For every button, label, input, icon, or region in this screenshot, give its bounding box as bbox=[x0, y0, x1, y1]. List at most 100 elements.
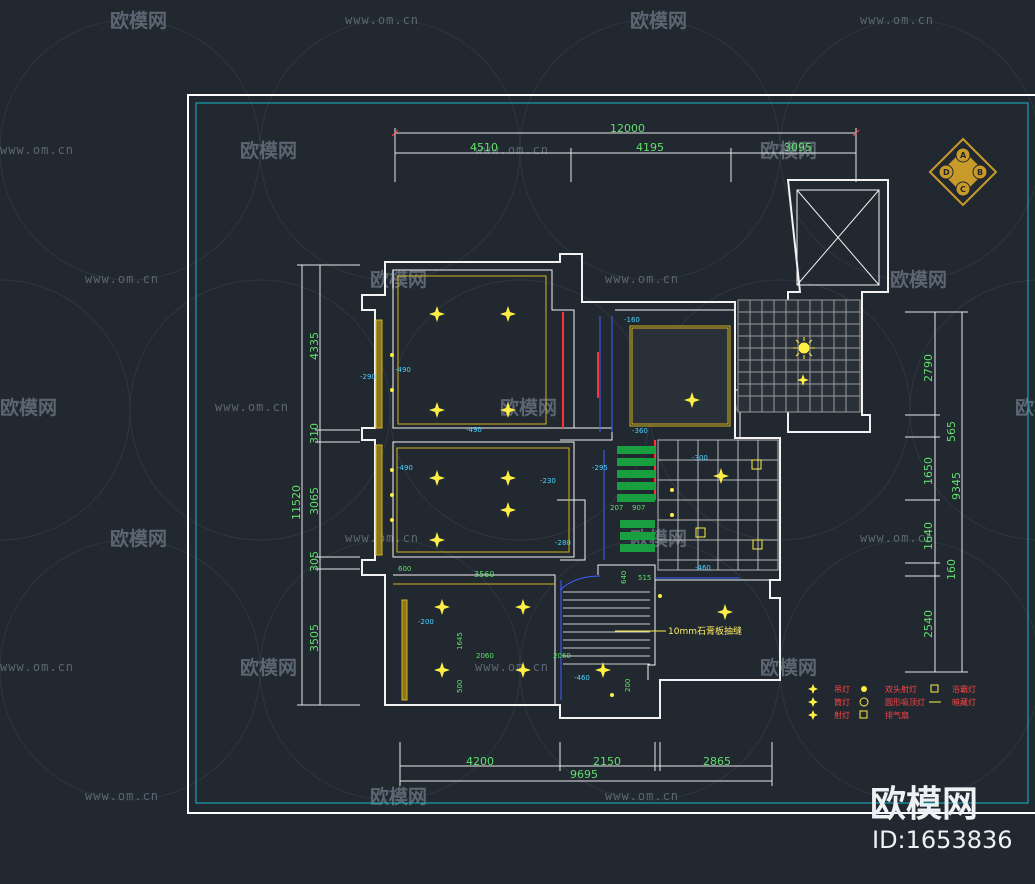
downlight-icon bbox=[500, 502, 516, 518]
inner-dim: 3560 bbox=[474, 570, 494, 579]
dim-bottom-2: 2150 bbox=[593, 755, 621, 768]
dim-left-4: 305 bbox=[308, 551, 321, 572]
level-marker: -490 bbox=[397, 464, 413, 472]
dim-top-total: 12000 bbox=[610, 122, 645, 135]
level-marker: -280 bbox=[555, 539, 571, 547]
downlight-icon bbox=[500, 402, 516, 418]
bottom-dimensions bbox=[399, 742, 773, 786]
downlight-icon bbox=[515, 662, 531, 678]
inner-dim: 1645 bbox=[456, 632, 464, 650]
inner-dim: 2060 bbox=[476, 652, 494, 660]
watermark-name: 欧模网 bbox=[110, 527, 167, 550]
watermark-url: www.om.cn bbox=[0, 143, 74, 157]
inner-dim: 640 bbox=[620, 571, 628, 584]
level-marker: -290 bbox=[360, 373, 376, 381]
downlight-icon bbox=[717, 604, 733, 620]
watermark-name: 欧模网 bbox=[500, 396, 557, 419]
stair-treads bbox=[563, 591, 650, 665]
watermark-url: www.om.cn bbox=[0, 660, 74, 674]
double-spot-icon bbox=[861, 686, 867, 692]
bath-heater-icon bbox=[751, 459, 762, 470]
level-marker: -460 bbox=[695, 564, 711, 572]
downlights bbox=[429, 306, 809, 678]
downlight-icon bbox=[500, 470, 516, 486]
inner-dimensions: 3560 2060 2060 1645 600 500 640 515 907 … bbox=[398, 504, 651, 693]
level-marker: -300 bbox=[692, 454, 708, 462]
inner-dim: 600 bbox=[398, 565, 411, 573]
level-marker: -490 bbox=[466, 426, 482, 434]
downlight-icon bbox=[434, 599, 450, 615]
legend-label: 吊灯 bbox=[834, 684, 850, 694]
watermark-url: www.om.cn bbox=[860, 531, 934, 545]
dim-left-3: 3065 bbox=[308, 487, 321, 515]
level-marker: -230 bbox=[540, 477, 556, 485]
watermark-url: www.om.cn bbox=[605, 789, 679, 803]
legend-label: 筒灯 bbox=[834, 697, 850, 707]
watermark-url: www.om.cn bbox=[85, 789, 159, 803]
watermark-name: 欧模网 bbox=[0, 396, 57, 419]
inner-dim: 200 bbox=[624, 679, 632, 692]
dim-top-2: 4195 bbox=[636, 141, 664, 154]
dim-right-3: 1650 bbox=[922, 457, 935, 485]
right-dimensions bbox=[905, 311, 968, 673]
downlight-icon bbox=[684, 392, 700, 408]
inner-dim: 207 bbox=[610, 504, 623, 512]
watermark-name: 欧模网 bbox=[760, 656, 817, 679]
level-marker: -360 bbox=[632, 427, 648, 435]
brand-id: ID:1653836 bbox=[872, 826, 1013, 854]
dim-right-6: 2540 bbox=[922, 610, 935, 638]
compass-label: B bbox=[977, 168, 983, 177]
inner-dim: 515 bbox=[638, 574, 651, 582]
tile-grid-balcony bbox=[737, 299, 861, 413]
wall-spots bbox=[390, 353, 674, 697]
watermark-name: 欧模网 bbox=[1015, 396, 1035, 419]
ceiling-fan-icon bbox=[859, 697, 869, 707]
level-marker: -200 bbox=[418, 618, 434, 626]
dim-top-3: 3095 bbox=[784, 141, 812, 154]
downlight-icon bbox=[429, 402, 445, 418]
compass-icon: A B C D bbox=[928, 137, 998, 207]
inner-dim: 907 bbox=[632, 504, 645, 512]
dim-left-total: 11520 bbox=[290, 485, 303, 520]
dim-right-2: 565 bbox=[945, 421, 958, 442]
ceiling-lines bbox=[375, 275, 731, 701]
downlight-icon bbox=[797, 374, 809, 386]
downlight-icon bbox=[429, 470, 445, 486]
watermark-url: www.om.cn bbox=[605, 272, 679, 286]
downlight-icon bbox=[429, 306, 445, 322]
walls bbox=[361, 179, 889, 719]
bath-heater-icon bbox=[930, 684, 939, 693]
watermark-name: 欧模网 bbox=[370, 785, 427, 808]
compass-label: C bbox=[960, 185, 966, 194]
exhaust-fan-icon bbox=[695, 527, 706, 538]
watermark-name: 欧模网 bbox=[760, 139, 817, 162]
left-dimensions bbox=[297, 264, 360, 706]
pendant-icon bbox=[808, 684, 818, 694]
ceiling-hatch-panel bbox=[631, 327, 729, 425]
compass-label: A bbox=[960, 151, 967, 160]
dim-top-1: 4510 bbox=[470, 141, 498, 154]
legend-label: 排气扇 bbox=[885, 710, 909, 720]
watermark-url: www.om.cn bbox=[215, 400, 289, 414]
inner-dim: 500 bbox=[456, 680, 464, 693]
downlight-icon bbox=[500, 306, 516, 322]
dim-left-2: 310 bbox=[308, 423, 321, 444]
exhaust-fan-icon bbox=[859, 710, 868, 719]
top-dimensions bbox=[391, 128, 860, 182]
legend-label: 双头射灯 bbox=[885, 684, 917, 694]
watermark-name: 欧模网 bbox=[240, 139, 297, 162]
downlight-icon bbox=[595, 662, 611, 678]
brand-name: 欧模网 bbox=[870, 784, 978, 825]
downlight-icon bbox=[515, 599, 531, 615]
tile-grid-kitchen bbox=[657, 439, 779, 571]
downlight-icon bbox=[713, 468, 729, 484]
legend-label: 射灯 bbox=[834, 710, 850, 720]
exhaust-fan-icon bbox=[752, 539, 763, 550]
dim-right-1: 2790 bbox=[922, 354, 935, 382]
note-label: 10mm石膏板抽缝 bbox=[668, 625, 742, 637]
downlight-icon bbox=[429, 532, 445, 548]
downlight-icon bbox=[434, 662, 450, 678]
watermark-url: www.om.cn bbox=[85, 272, 159, 286]
green-area bbox=[617, 446, 655, 552]
